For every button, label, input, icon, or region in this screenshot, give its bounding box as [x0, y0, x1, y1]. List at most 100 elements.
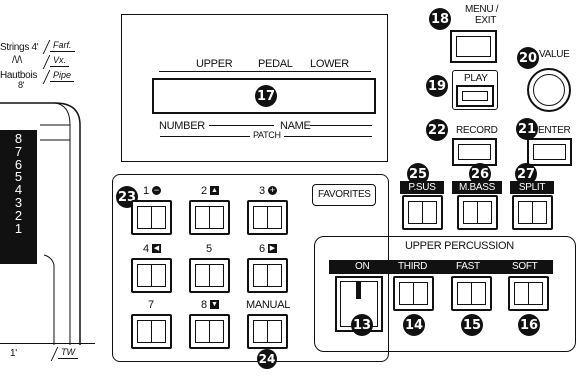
favorite-3-button[interactable]	[247, 200, 288, 235]
name-label: NAME	[280, 120, 311, 132]
drawbar-number: 2	[14, 207, 23, 223]
percussion-title: UPPER PERCUSSION	[405, 240, 514, 252]
favorite-7-label: 7	[148, 299, 154, 311]
play-button[interactable]	[456, 85, 494, 107]
favorite-8-button[interactable]	[189, 314, 230, 349]
drawbar-number: 4	[14, 182, 23, 198]
mbass-label: M.BASS	[452, 181, 502, 194]
drawbar-number: 8	[14, 131, 23, 146]
split-label: SPLIT	[510, 181, 554, 194]
tab-1-feet: 1'	[10, 348, 17, 359]
menu-label: MENU /	[465, 4, 499, 15]
callout-14: 14	[403, 314, 425, 336]
manual-button[interactable]	[247, 314, 288, 349]
perc-on-label: ON	[355, 261, 370, 272]
callout-25: 25	[407, 163, 429, 185]
psus-button[interactable]	[402, 195, 443, 230]
divider	[0, 343, 95, 344]
left-arrow-icon: ◀	[152, 244, 161, 253]
favorite-4-label: 4	[143, 243, 149, 255]
plus-icon: +	[268, 185, 277, 195]
callout-15: 15	[461, 314, 483, 336]
drawbar-number: 6	[14, 156, 23, 172]
enter-label: ENTER	[538, 125, 571, 136]
favorite-2-label: 2	[201, 185, 207, 197]
upper-label: UPPER	[196, 58, 233, 70]
favorite-1-button[interactable]	[131, 200, 172, 235]
menu-exit-button[interactable]	[450, 30, 497, 63]
split-button[interactable]	[512, 195, 553, 230]
lower-label: LOWER	[310, 58, 349, 70]
drawbar-number: 1	[14, 220, 23, 236]
callout-27: 27	[515, 163, 537, 185]
record-label: RECORD	[456, 125, 498, 136]
tab-hautbois: Hautbois	[0, 70, 38, 81]
callout-26: 26	[469, 163, 491, 185]
lcd-screen	[152, 78, 376, 114]
drawbar-black[interactable]: 8 7 6 5 4 3 2 1	[0, 130, 37, 264]
perc-soft-label: SOFT	[512, 261, 538, 272]
display-line	[209, 125, 274, 126]
tab-8-feet: 8'	[18, 80, 25, 90]
perc-soft-button[interactable]	[508, 276, 549, 311]
manual-label: MANUAL	[246, 299, 291, 311]
callout-19: 19	[426, 75, 448, 97]
tab-strings-4: Strings 4'	[0, 42, 39, 53]
minus-icon: −	[152, 185, 161, 195]
exit-label: EXIT	[475, 15, 497, 26]
callout-16: 16	[518, 314, 540, 336]
play-frame	[452, 70, 498, 110]
display-panel	[121, 14, 388, 162]
callout-17: 17	[255, 85, 277, 107]
display-line	[159, 71, 371, 72]
drawbar-number: 5	[14, 169, 23, 185]
callout-21: 21	[516, 118, 538, 140]
favorite-1-label: 1	[143, 185, 149, 197]
patch-label: PATCH	[250, 130, 284, 140]
favorite-6-label: 6	[259, 243, 265, 255]
perc-fast-button[interactable]	[451, 276, 492, 311]
callout-18: 18	[429, 8, 451, 30]
right-arrow-icon: ▶	[268, 244, 277, 253]
record-button[interactable]	[452, 138, 497, 166]
tab-tw: TW	[58, 347, 78, 359]
favorites-title: FAVORITES	[318, 189, 371, 200]
drawbar-number: 7	[14, 143, 23, 159]
callout-13: 13	[351, 314, 373, 336]
perc-fast-label: FAST	[456, 261, 480, 272]
callout-22: 22	[426, 119, 448, 141]
callout-24: 24	[257, 349, 277, 369]
value-label: VALUE	[539, 49, 570, 60]
percussion-panel	[314, 236, 576, 352]
favorite-6-button[interactable]	[247, 258, 288, 293]
favorite-7-button[interactable]	[131, 314, 172, 349]
favorite-4-button[interactable]	[131, 258, 172, 293]
favorite-3-label: 3	[259, 185, 265, 197]
value-knob[interactable]	[527, 68, 571, 112]
down-arrow-icon: ▼	[210, 300, 219, 309]
drawbar-number: 3	[14, 194, 23, 210]
favorite-5-label: 5	[206, 243, 212, 255]
perc-third-label: THIRD	[398, 261, 428, 272]
display-line	[310, 125, 372, 126]
tab-vx: Vx.	[50, 55, 70, 67]
percussion-bar	[329, 260, 553, 274]
perc-third-button[interactable]	[393, 276, 434, 311]
favorite-2-button[interactable]	[189, 200, 230, 235]
callout-20: 20	[517, 47, 539, 69]
favorite-5-button[interactable]	[189, 258, 230, 293]
pedal-label: PEDAL	[258, 58, 293, 70]
favorite-8-label: 8	[201, 299, 207, 311]
tab-pipe: Pipe	[50, 70, 75, 82]
drawbar-outline	[0, 102, 81, 345]
number-label: NUMBER	[159, 120, 205, 132]
psus-label: P.SUS	[400, 181, 444, 194]
enter-button[interactable]	[527, 138, 572, 166]
wave-symbol: /\/\	[12, 55, 22, 66]
mbass-button[interactable]	[457, 195, 498, 230]
up-arrow-icon: ▲	[210, 186, 219, 195]
on-indicator	[356, 281, 361, 299]
play-label: PLAY	[464, 73, 488, 84]
favorites-title-box	[312, 184, 376, 206]
tab-farf: Farf.	[50, 40, 75, 52]
